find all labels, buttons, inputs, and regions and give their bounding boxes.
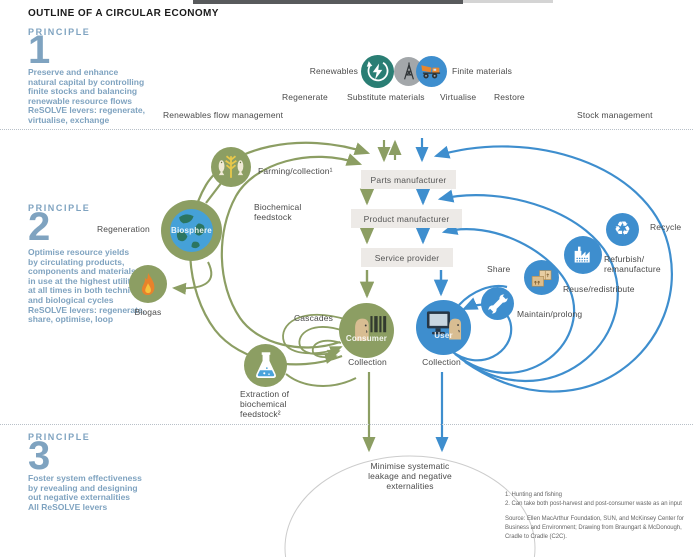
- collection-technical-label: Collection: [422, 357, 461, 367]
- user-computer-icon: [426, 310, 461, 339]
- green-inner-loop: [220, 153, 363, 349]
- regeneration-label: Regeneration: [97, 224, 150, 234]
- principle-1-label: PRINCIPLE: [28, 27, 91, 37]
- biosphere-biogas-arrow: [172, 261, 213, 295]
- minimise-label: Minimise systematic leakage and negative…: [368, 461, 452, 492]
- consumer-node: [339, 303, 394, 358]
- extraction-node: [244, 344, 287, 387]
- user-node: [416, 300, 471, 355]
- recycle-node: ♻: [606, 213, 639, 246]
- section-divider-2: [0, 424, 693, 425]
- recycle-label: Recycle: [650, 222, 682, 232]
- biosphere-label: Biosphere: [171, 226, 212, 235]
- parts-manufacturer-box: Parts manufacturer: [361, 170, 456, 189]
- principle-3-label: PRINCIPLE: [28, 432, 91, 442]
- reuse-label: Reuse/redistribute: [563, 284, 635, 294]
- lever-substitute-materials: Substitute materials: [347, 92, 425, 102]
- service-provider-label: Service provider: [374, 252, 440, 263]
- refurbish-node: [564, 236, 602, 274]
- technical-cycle-arrows: [415, 138, 673, 453]
- product-manufacturer-label: Product manufacturer: [363, 213, 450, 224]
- oil-derrick-icon: [403, 61, 414, 80]
- farming-biosphere-link: [205, 181, 223, 204]
- recycle-icon: ♻: [613, 219, 632, 240]
- mining-truck-icon: [421, 65, 441, 79]
- service-provider-box: Service provider: [361, 248, 453, 267]
- stock-management-label: Stock management: [577, 110, 653, 120]
- biochemical-feedstock-label: Biochemical feedstock: [254, 202, 302, 223]
- renewable-energy-icon: [366, 61, 389, 82]
- share-label: Share: [487, 264, 511, 274]
- renewables-flow-label: Renewables flow management: [163, 110, 284, 120]
- biosphere-node: [161, 200, 222, 261]
- cascades-label: Cascades: [294, 313, 333, 323]
- footnote-1: 1. Hunting and fishing: [505, 492, 562, 498]
- finite-materials-label: Finite materials: [452, 66, 513, 76]
- section-divider-1: [0, 129, 693, 130]
- product-manufacturer-box: Product manufacturer: [351, 209, 462, 228]
- lever-restore: Restore: [494, 92, 525, 102]
- cascade-swirl-3: [311, 339, 342, 364]
- principle-2-label: PRINCIPLE: [28, 203, 91, 213]
- farming-label: Farming/collection¹: [258, 166, 333, 176]
- biogas-node: [129, 265, 167, 303]
- recycle-loop: [433, 145, 673, 393]
- earth-icon: [170, 209, 213, 252]
- system-boundary-ellipse: [284, 455, 536, 557]
- principle-3-number: 3: [28, 434, 51, 478]
- collection-biological-label: Collection: [348, 357, 387, 367]
- farming-wheat-fish-icon: [218, 155, 244, 178]
- cascade-swirl-1: [282, 313, 349, 357]
- principle-1-text: Preserve and enhance natural capital by …: [28, 67, 146, 125]
- maintain-label: Maintain/prolong: [517, 309, 583, 319]
- refurbish-loop: [437, 189, 619, 382]
- principle-1-number: 1: [28, 28, 51, 72]
- footnote-2: 2. Can take both post-harvest and post-c…: [505, 501, 682, 507]
- consumer-barcode-icon: [354, 315, 386, 341]
- renewables-badge: [361, 55, 394, 88]
- extraction-label: Extraction of biochemical feedstock²: [240, 389, 290, 420]
- factory-icon: [574, 246, 590, 263]
- flame-icon: [141, 272, 155, 296]
- page-title: OUTLINE OF A CIRCULAR ECONOMY: [28, 8, 219, 19]
- reuse-node: [524, 260, 559, 295]
- biogas-label: Biogas: [134, 307, 162, 317]
- boxes-icon: [531, 269, 551, 287]
- principle-2-number: 2: [28, 205, 51, 249]
- farming-collection-node: [211, 147, 251, 187]
- user-label: User: [434, 331, 453, 340]
- refurbish-label: Refurbish/ remanufacture: [604, 254, 661, 275]
- consumer-label: Consumer: [345, 334, 388, 343]
- finite-materials-badge: [416, 56, 447, 87]
- reuse-loop: [441, 222, 576, 374]
- cropped-artifact-bar-light: [463, 0, 553, 3]
- maintain-node: [481, 287, 514, 320]
- collection-to-extraction: [285, 373, 357, 387]
- cropped-artifact-bar: [193, 0, 463, 4]
- parts-manufacturer-label: Parts manufacturer: [370, 174, 447, 185]
- source-attribution: Source: Ellen MacArthur Foundation, SUN,…: [505, 516, 684, 540]
- lever-regenerate: Regenerate: [282, 92, 328, 102]
- lever-virtualise: Virtualise: [440, 92, 477, 102]
- principle-2-text: Optimise resource yields by circulating …: [28, 247, 146, 325]
- flask-icon: [255, 351, 276, 378]
- renewables-label: Renewables: [309, 66, 358, 76]
- wrench-icon: [486, 292, 509, 315]
- principle-3-text: Foster system effectiveness by revealing…: [28, 473, 142, 512]
